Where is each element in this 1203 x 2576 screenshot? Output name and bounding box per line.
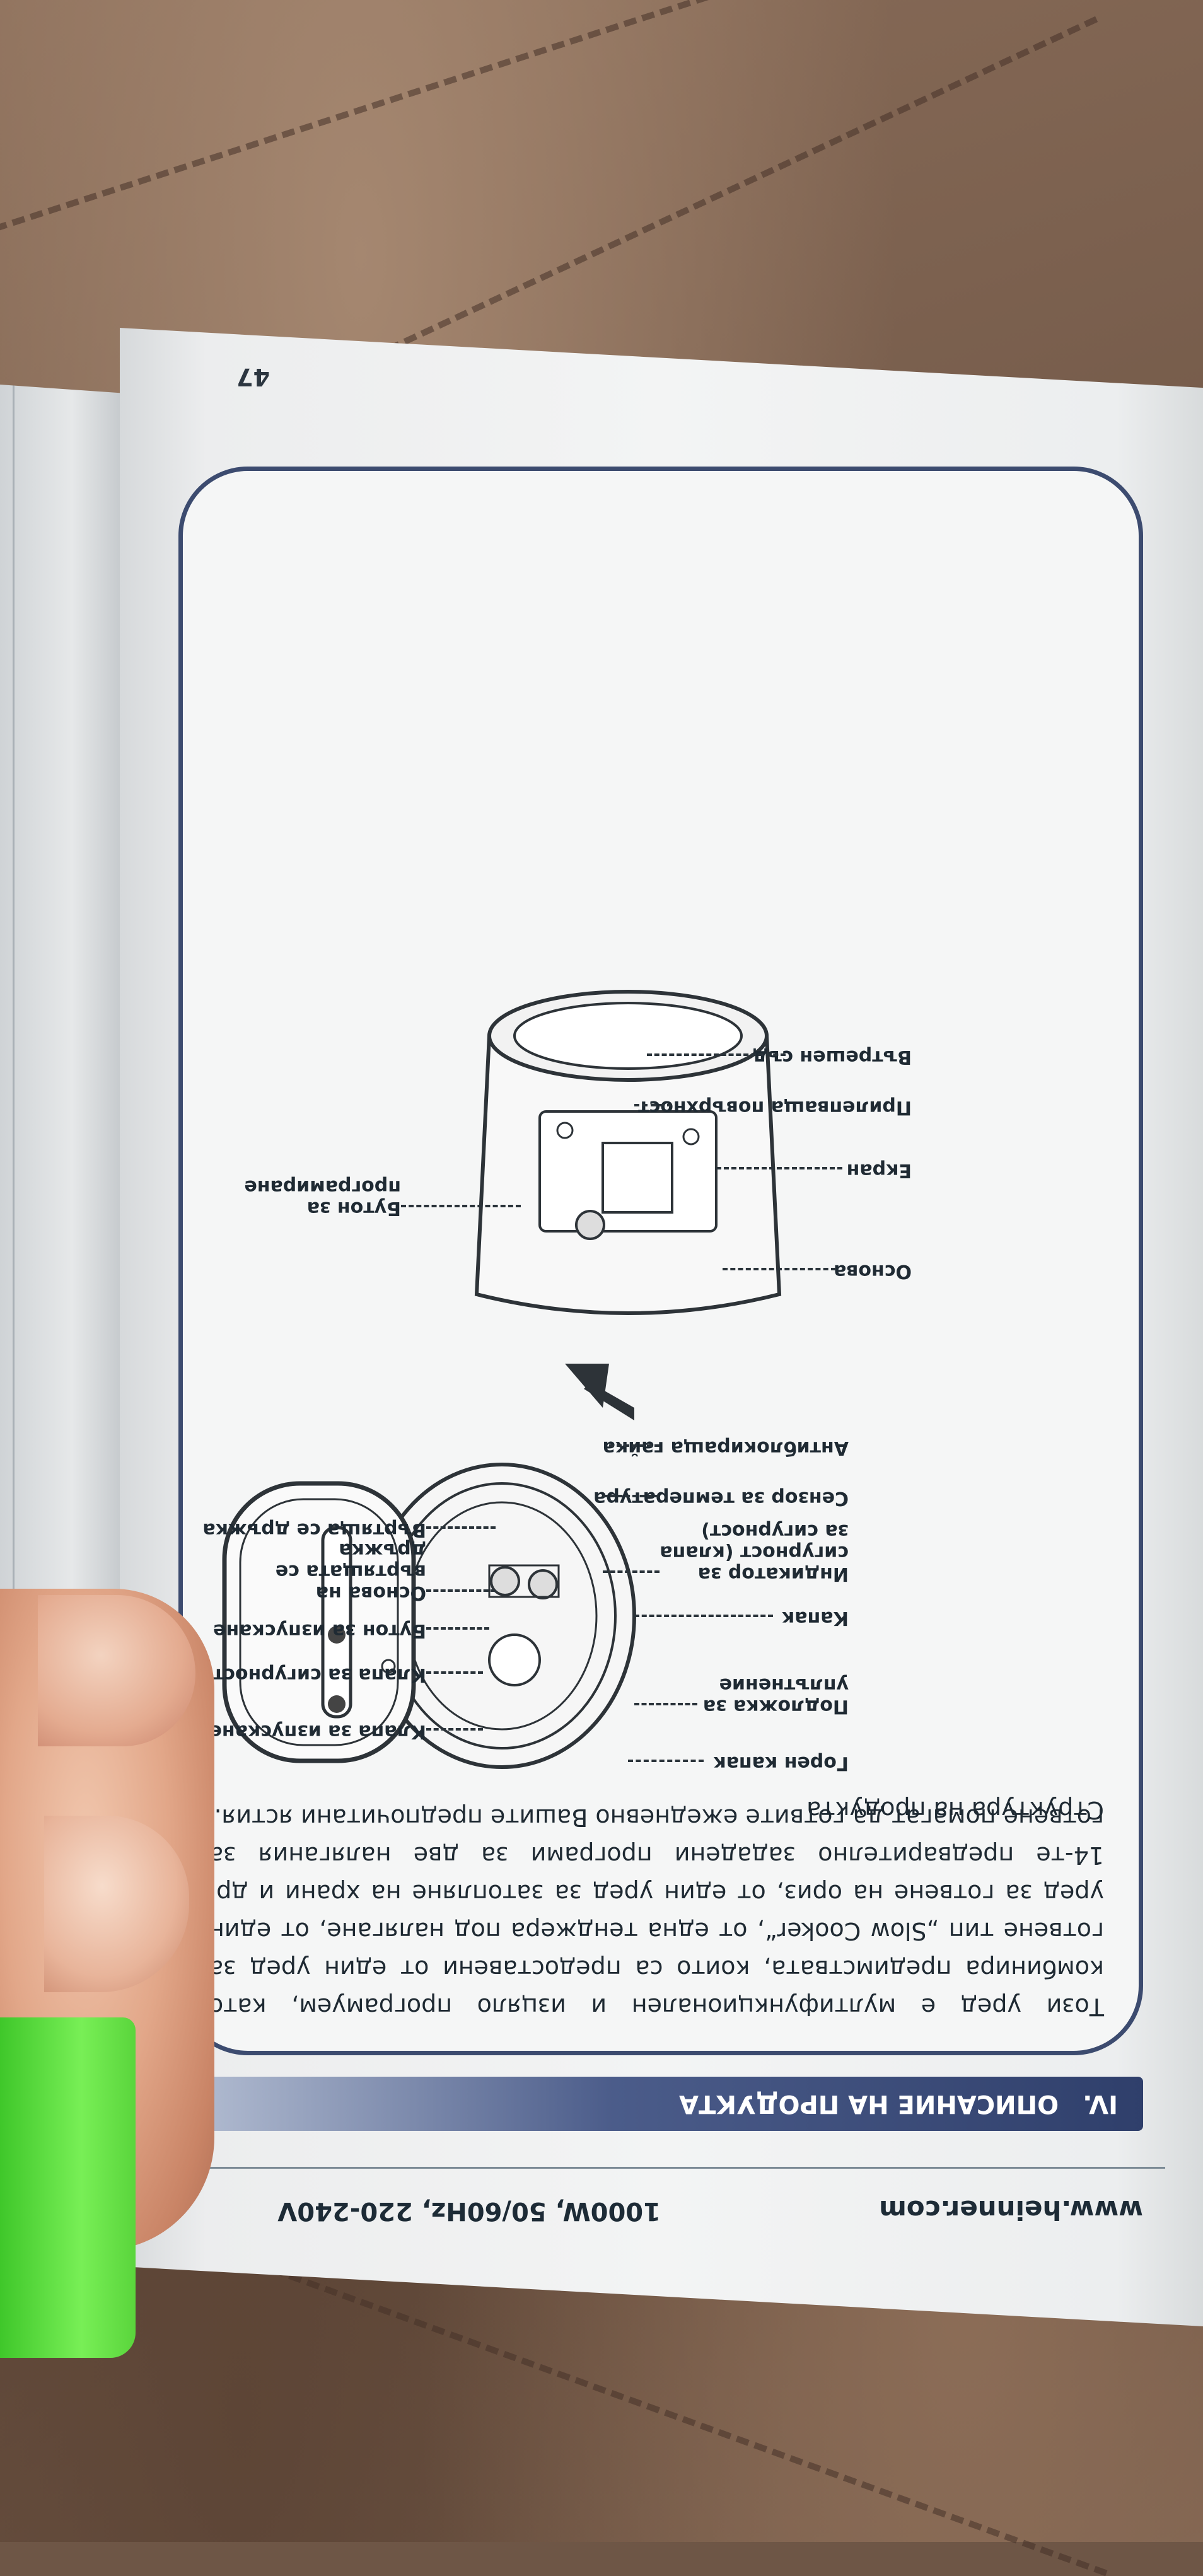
label-safety-valve: Клапа за сигурност [212, 1664, 426, 1686]
power-specs: 1000W, 50/60Hz, 220-240V [277, 2196, 661, 2225]
label-arrow [426, 1526, 496, 1529]
label-cover: Капак [781, 1607, 849, 1629]
website: www.heinner.com [879, 2195, 1143, 2225]
section-header: IV. ОПИСАНИЕ НА ПРОДУКТА [178, 2077, 1143, 2131]
assembly-arrow-icon [559, 1345, 647, 1433]
label-rotating-handle: Въртяща се дръжка [202, 1519, 426, 1541]
header-divider [158, 2167, 1165, 2169]
description-card: Този уред е мултифункционален и изцяло п… [178, 467, 1143, 2055]
label-temperature-sensor: Сензор за температура [593, 1487, 849, 1509]
label-inner-pot: Вътрешен съд [752, 1046, 912, 1068]
label-arrow [647, 1053, 786, 1056]
label-arrow [634, 1615, 773, 1617]
label-arrow [634, 1104, 672, 1106]
page-number: 47 [236, 363, 270, 391]
description-paragraph: Този уред е мултифункционален и изцяло п… [209, 1804, 1104, 2021]
green-object [0, 2017, 136, 2358]
finger [44, 1816, 189, 1992]
label-arrow [426, 1671, 483, 1674]
label-display: Екран [846, 1159, 912, 1181]
label-anti-block-nut: Антиблокираща гайка [602, 1437, 849, 1459]
label-arrow [426, 1627, 489, 1630]
label-release-valve: Клапа за изпускане [209, 1720, 426, 1743]
label-release-button: Бутон за изпускане [213, 1620, 426, 1642]
label-top-lid: Горен капак [713, 1752, 849, 1774]
label-arrow [609, 1444, 660, 1447]
label-base: Основа [834, 1260, 912, 1282]
product-diagram: Горен капак Клапа за изпускане Подложка … [174, 714, 1139, 1786]
handle-illustration [206, 1465, 426, 1773]
base-illustration [451, 979, 805, 1332]
structure-title: Структура на продукта [806, 1796, 1104, 1824]
label-adhesive-surface: Прилепваща повърхност [638, 1096, 912, 1118]
label-program-button: Бутон за програмиране [244, 1176, 401, 1219]
label-safety-indicator: Индикатор за сигурност (клапа за сигурно… [660, 1520, 849, 1585]
label-handle-base: Основа на въртящата се дръжка [275, 1539, 426, 1604]
label-arrow [716, 1167, 842, 1169]
label-arrow [628, 1760, 704, 1762]
label-arrow [634, 1703, 697, 1705]
label-arrow [401, 1205, 521, 1207]
label-arrow [603, 1495, 660, 1497]
manual-page: www.heinner.com 1000W, 50/60Hz, 220-240V… [120, 328, 1203, 2326]
label-arrow [426, 1589, 496, 1592]
label-gasket: Подложка за уплътнение [702, 1674, 849, 1717]
section-number: IV. [1083, 2089, 1118, 2118]
label-arrow [603, 1570, 660, 1573]
label-arrow [723, 1268, 836, 1270]
label-arrow [426, 1728, 483, 1731]
section-title: ОПИСАНИЕ НА ПРОДУКТА [679, 2089, 1059, 2118]
finger [38, 1595, 195, 1746]
